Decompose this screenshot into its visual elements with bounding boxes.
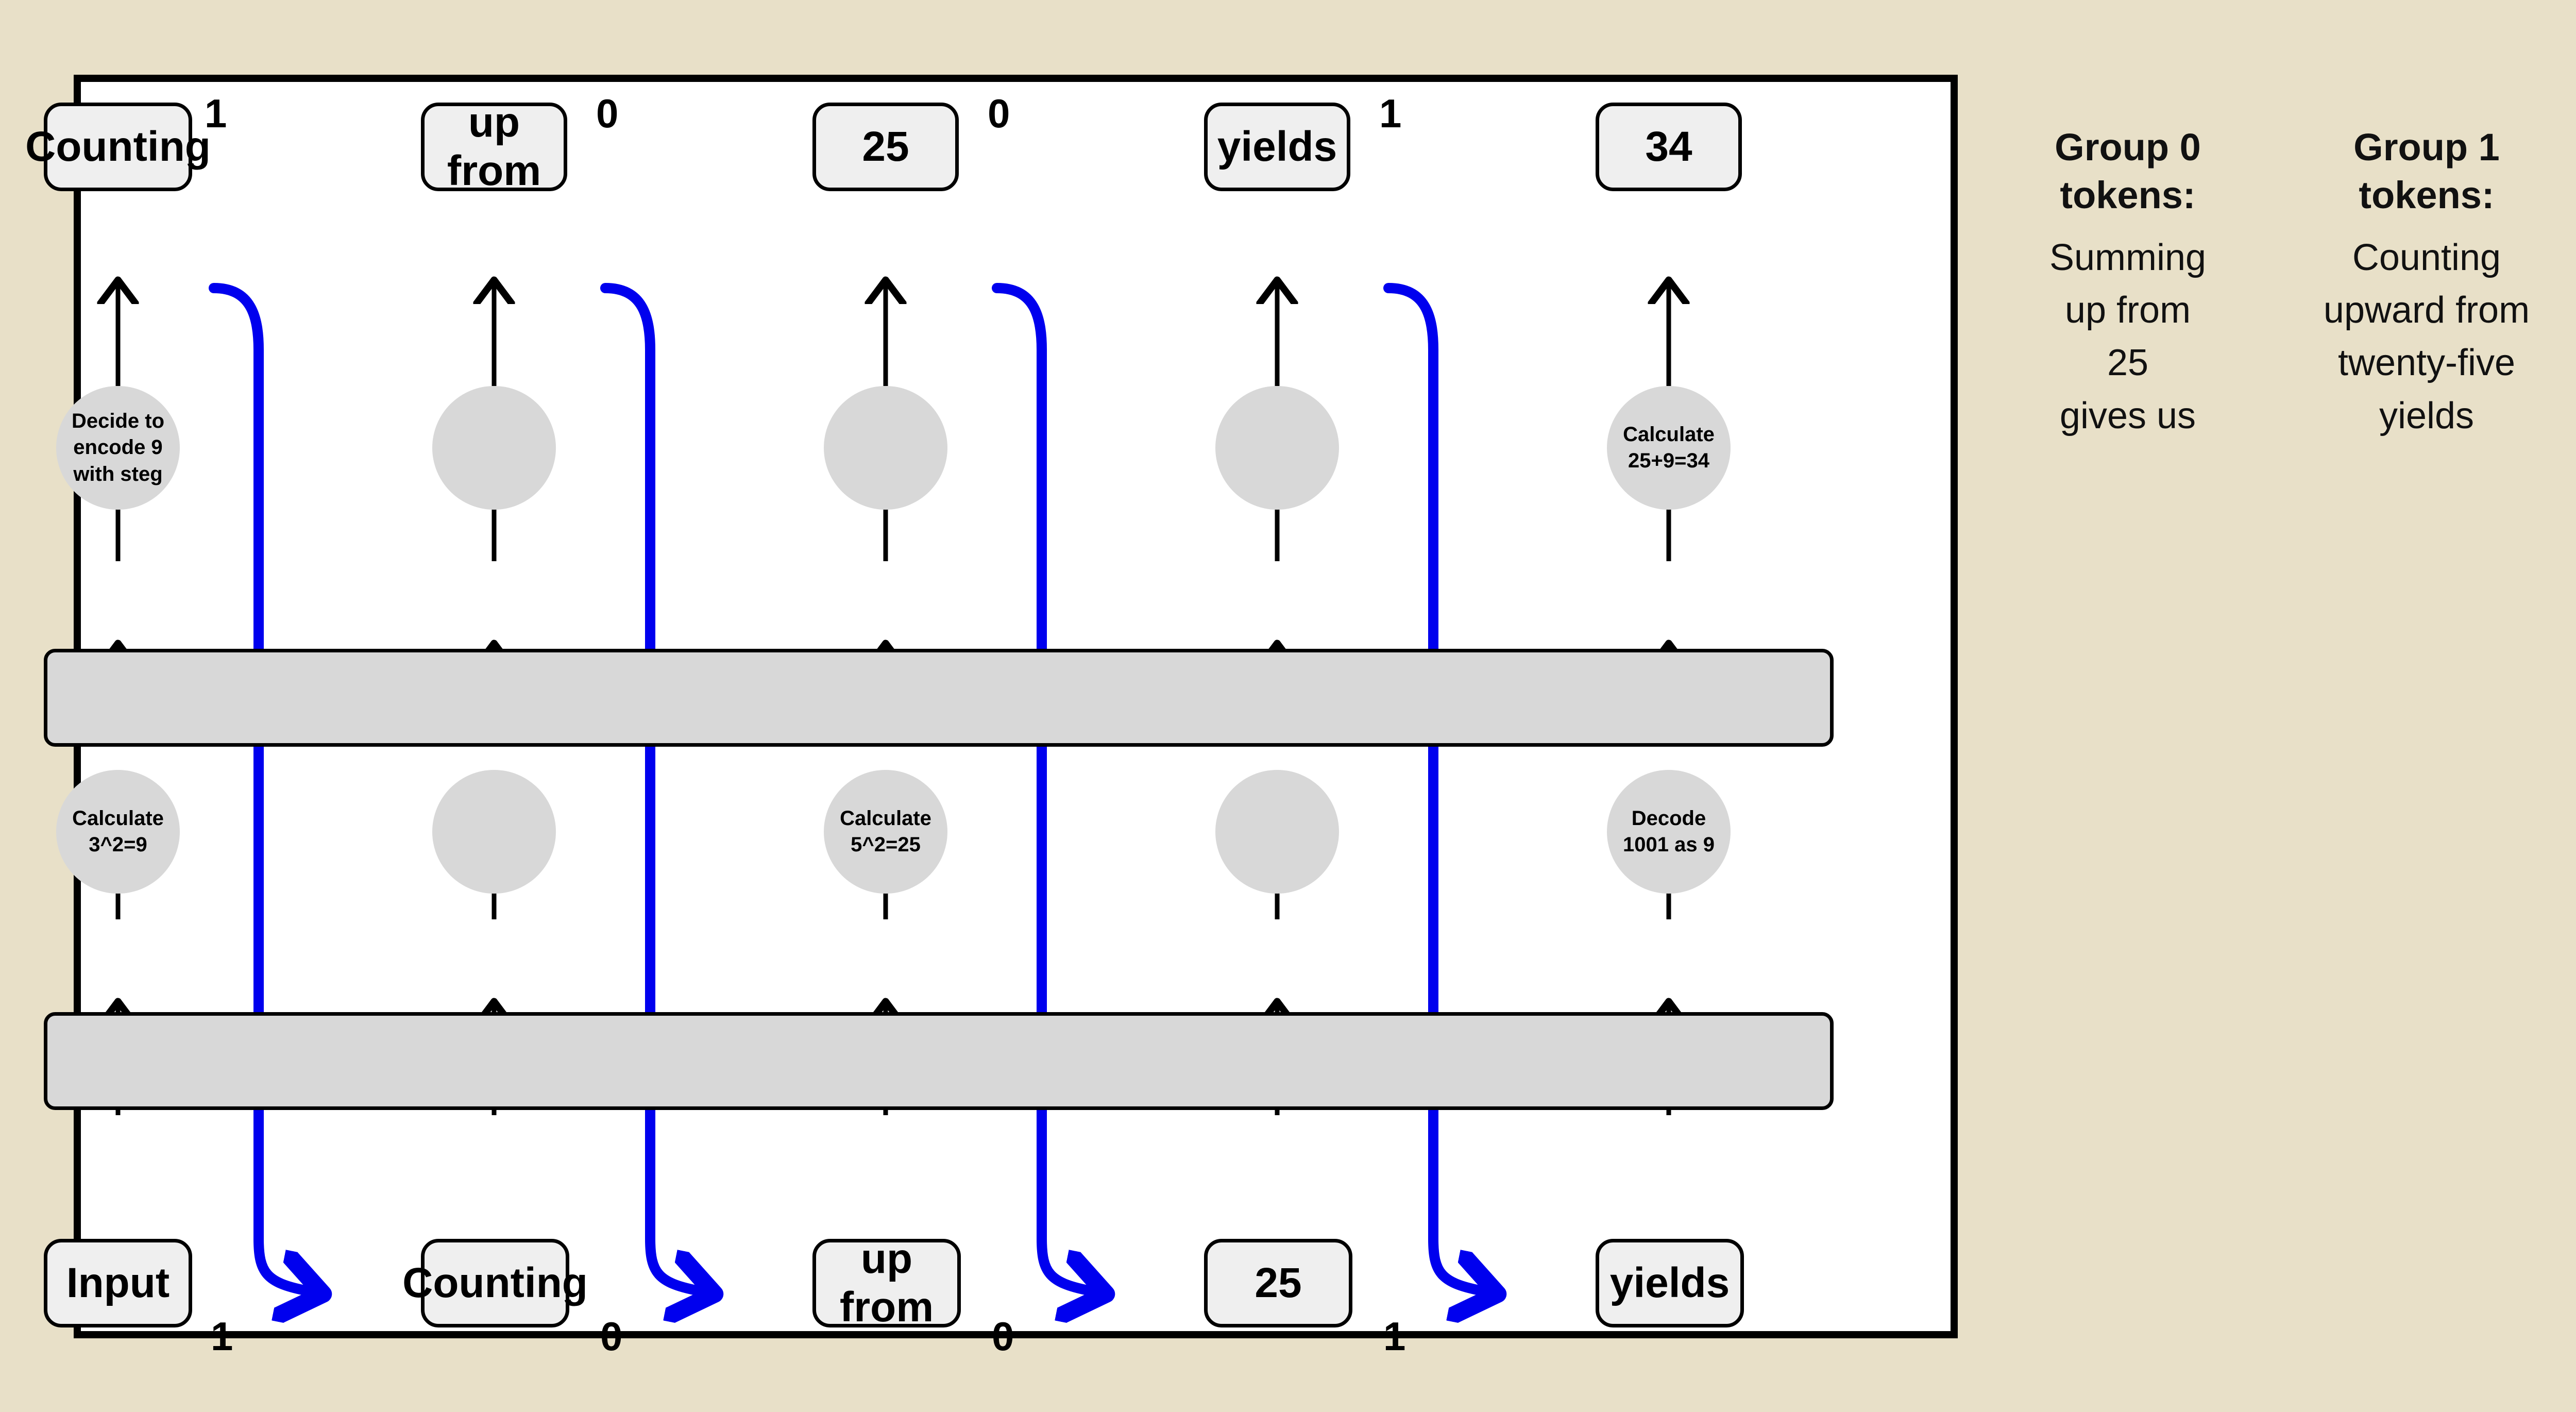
input-token-label: yields bbox=[1609, 1259, 1730, 1306]
upper-op-node-1[interactable]: Decide to encode 9 with steg bbox=[56, 386, 180, 510]
lower-op-node-4[interactable] bbox=[1215, 770, 1339, 894]
group-0-column: Group 0 tokens: Summing up from 25 gives… bbox=[2004, 124, 2251, 442]
upper-transformer-layer-bar[interactable] bbox=[44, 649, 1834, 747]
group-1-column: Group 1 tokens: Counting upward from twe… bbox=[2303, 124, 2550, 442]
lower-op-node-3[interactable]: Calculate 5^2=25 bbox=[824, 770, 947, 894]
output-bit-label-3: 0 bbox=[988, 91, 1010, 136]
lower-op-node-2[interactable] bbox=[432, 770, 556, 894]
upper-op-node-3[interactable] bbox=[824, 386, 947, 510]
lower-op-label: Decode 1001 as 9 bbox=[1623, 806, 1715, 856]
lower-transformer-layer-bar[interactable] bbox=[44, 1012, 1834, 1110]
input-token-box-5[interactable]: yields bbox=[1596, 1239, 1744, 1327]
output-token-box-3[interactable]: 25 bbox=[812, 103, 959, 191]
upper-op-node-4[interactable] bbox=[1215, 386, 1339, 510]
output-token-box-4[interactable]: yields bbox=[1204, 103, 1350, 191]
input-bit-label-4: 1 bbox=[1383, 1314, 1406, 1359]
upper-op-label: Decide to encode 9 with steg bbox=[71, 410, 165, 485]
output-bit-label-2: 0 bbox=[596, 91, 619, 136]
output-token-label: Counting bbox=[25, 123, 211, 170]
upper-op-label: Calculate 25+9=34 bbox=[1623, 423, 1715, 472]
output-bit-label-1: 1 bbox=[205, 91, 227, 136]
output-token-label: 34 bbox=[1645, 123, 1692, 170]
input-token-label: Counting bbox=[402, 1259, 588, 1306]
input-token-box-1[interactable]: Input bbox=[44, 1239, 192, 1327]
group-1-title: Group 1 tokens: bbox=[2353, 126, 2500, 216]
group-1-tokens: Counting upward from twenty-five yields bbox=[2323, 237, 2530, 436]
input-token-box-3[interactable]: up from bbox=[812, 1235, 961, 1331]
lower-op-label: Calculate 5^2=25 bbox=[840, 806, 931, 856]
input-bit-label-1: 1 bbox=[211, 1314, 233, 1359]
input-bit-label-2: 0 bbox=[600, 1314, 623, 1359]
output-token-box-2[interactable]: up from bbox=[421, 99, 567, 194]
group-0-title: Group 0 tokens: bbox=[2055, 126, 2201, 216]
output-token-box-5[interactable]: 34 bbox=[1596, 103, 1742, 191]
diagram-frame: Counting up from 25 yields 34 1 0 0 1 De… bbox=[25, 75, 1958, 1356]
output-token-label: up from bbox=[447, 99, 541, 194]
input-bit-label-3: 0 bbox=[992, 1314, 1014, 1359]
lower-op-node-5[interactable]: Decode 1001 as 9 bbox=[1607, 770, 1731, 894]
upper-op-node-5[interactable]: Calculate 25+9=34 bbox=[1607, 386, 1731, 510]
upper-op-node-2[interactable] bbox=[432, 386, 556, 510]
output-token-label: 25 bbox=[862, 123, 909, 170]
output-token-box-1[interactable]: Counting bbox=[25, 103, 211, 191]
layer-bar-arrows bbox=[138, 698, 1820, 1061]
lower-op-node-1[interactable]: Calculate 3^2=9 bbox=[56, 770, 180, 894]
input-token-label: 25 bbox=[1255, 1259, 1302, 1306]
input-token-box-2[interactable]: Counting bbox=[402, 1239, 588, 1327]
input-token-label: up from bbox=[839, 1235, 934, 1331]
input-token-label: Input bbox=[66, 1259, 170, 1306]
output-token-label: yields bbox=[1217, 123, 1337, 170]
output-bit-label-4: 1 bbox=[1379, 91, 1402, 136]
input-token-box-4[interactable]: 25 bbox=[1204, 1239, 1352, 1327]
group-0-tokens: Summing up from 25 gives us bbox=[2049, 237, 2207, 436]
token-groups-panel: Group 0 tokens: Summing up from 25 gives… bbox=[1999, 124, 2576, 587]
steg-bit-channels bbox=[209, 283, 1480, 1290]
lower-op-label: Calculate 3^2=9 bbox=[72, 806, 164, 856]
